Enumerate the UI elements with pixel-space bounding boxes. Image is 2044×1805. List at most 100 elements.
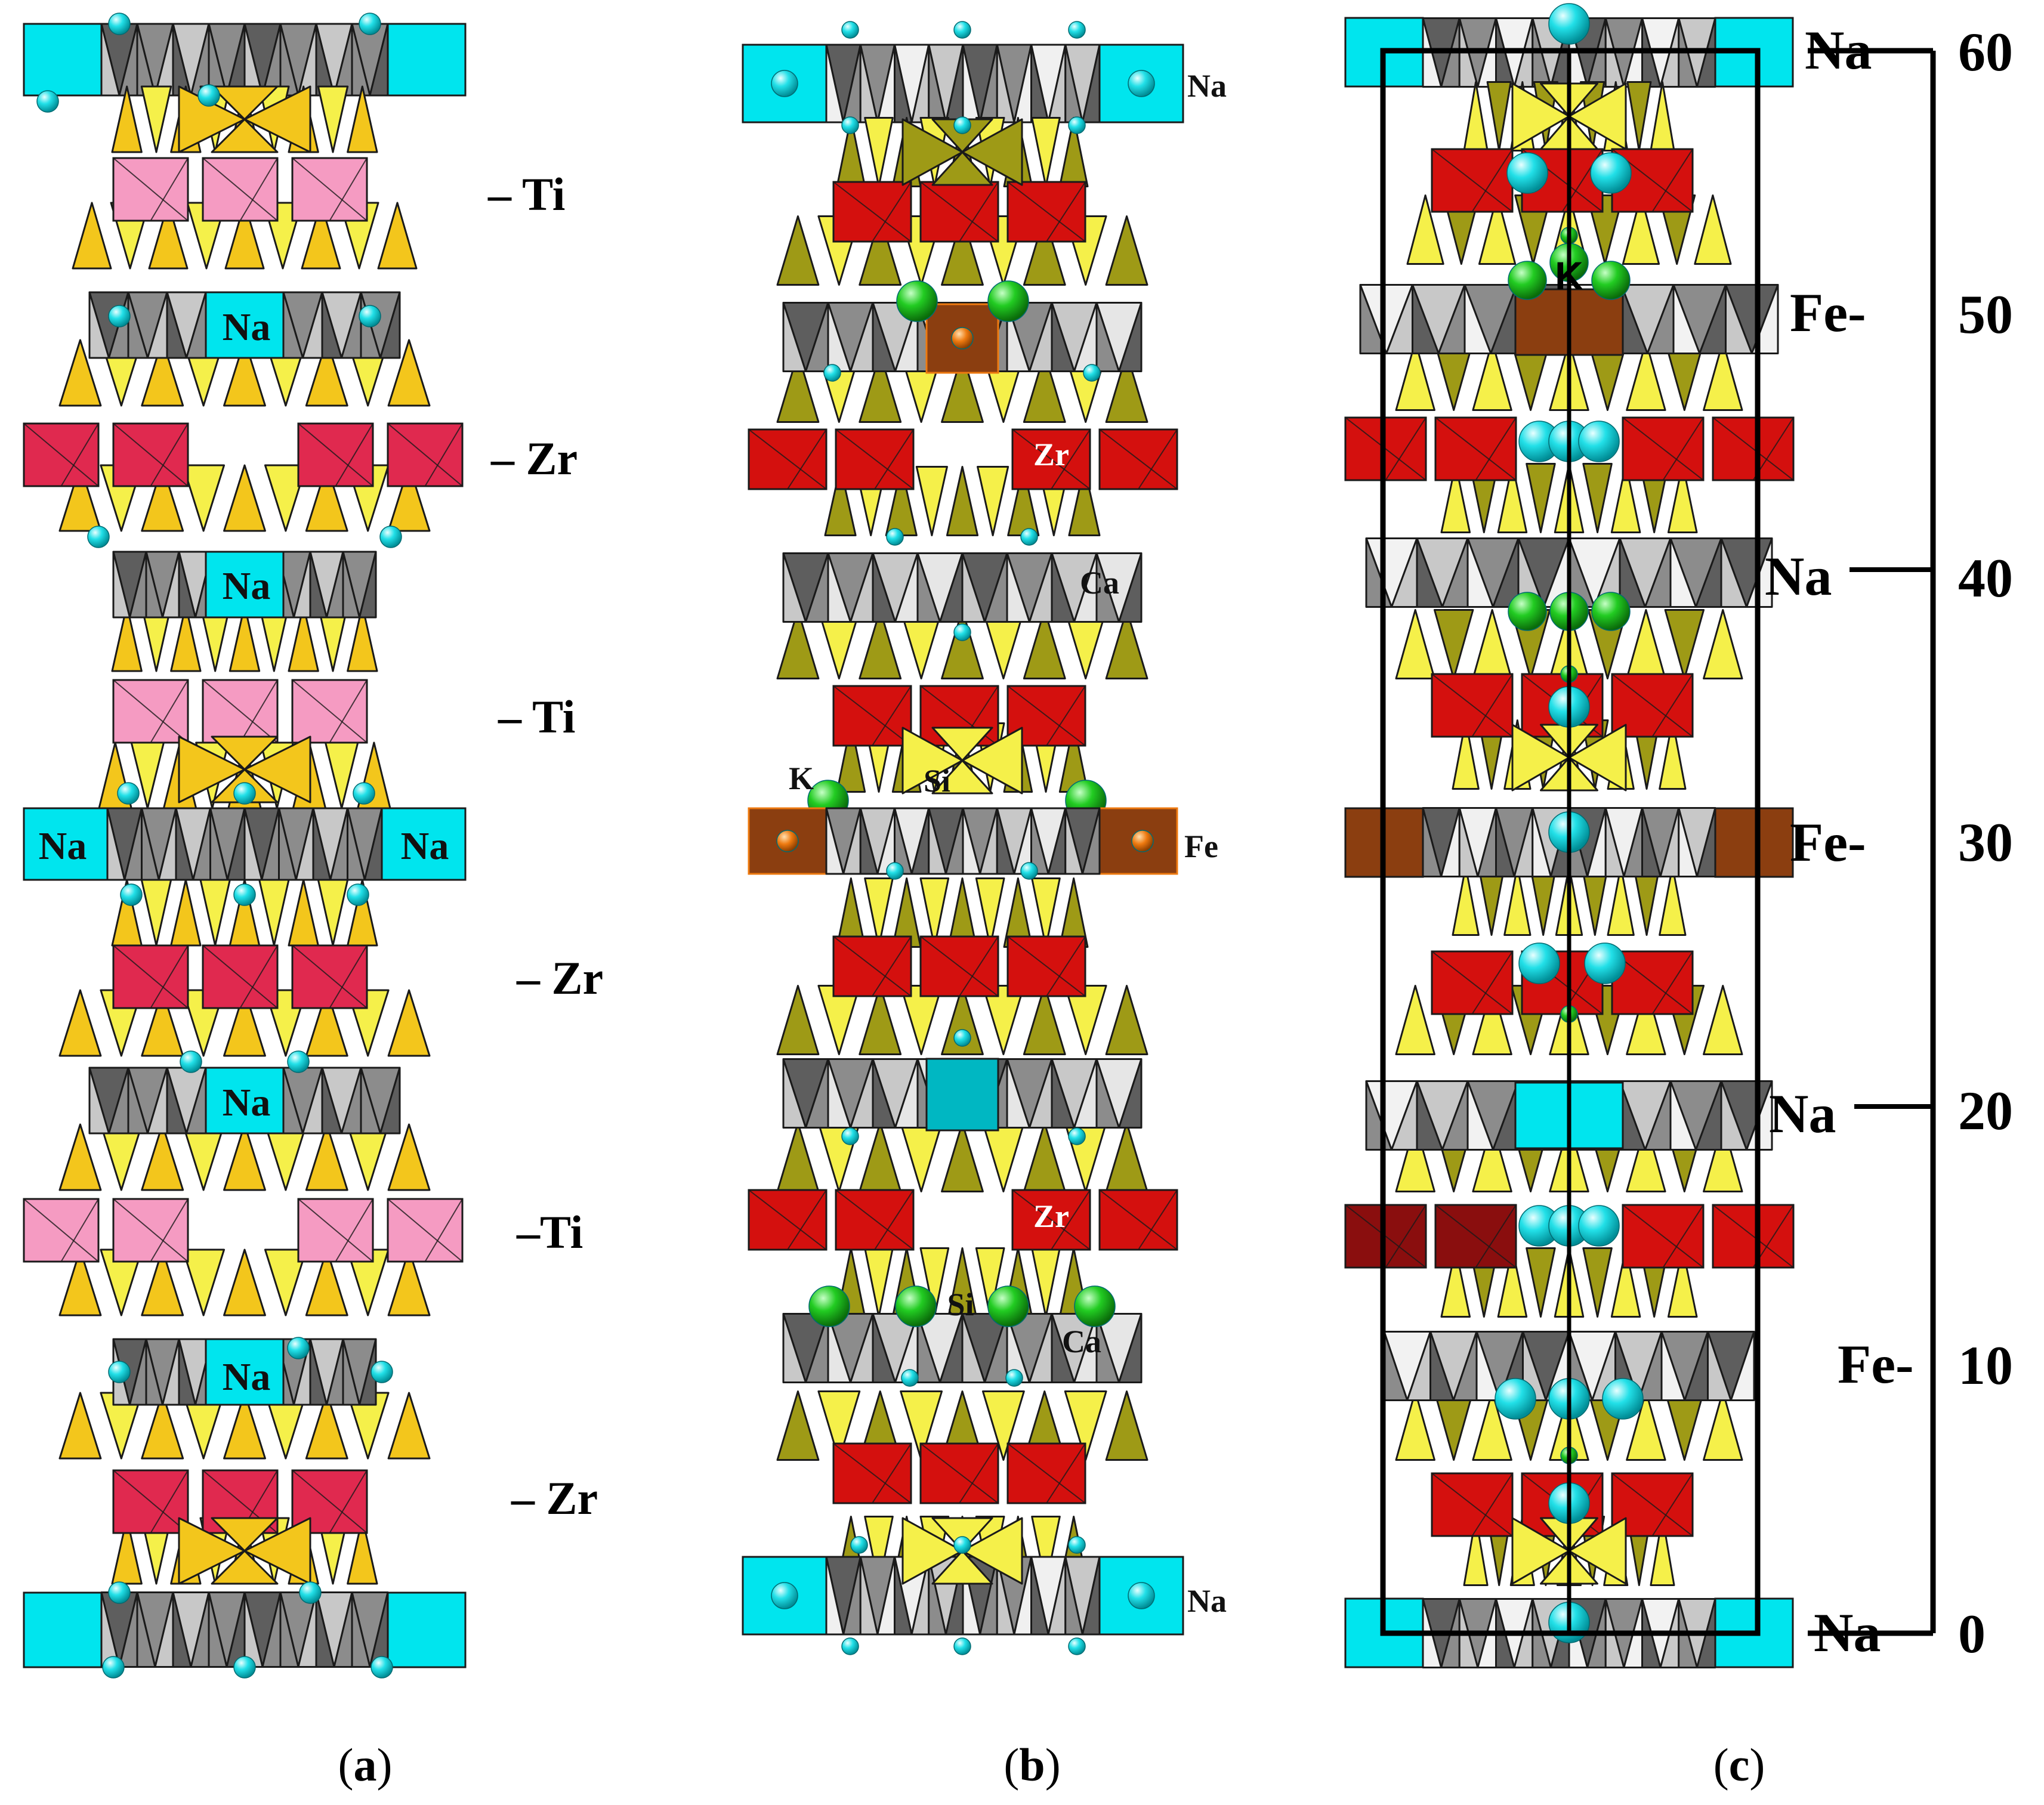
b-silicate-tetra [776, 609, 820, 679]
a-ti-octa-edge [292, 157, 368, 221]
label-c-na-40: Na [1765, 546, 1832, 607]
a-cyan-atom [108, 1361, 131, 1383]
b-fe-atom [776, 830, 799, 852]
b-red-octa-edge [1046, 1443, 1086, 1504]
c-gray-sheet-tri [1463, 284, 1492, 354]
a-cyan-atom [233, 1656, 256, 1679]
c-zr-octa-edge [1712, 417, 1794, 481]
b-bowtie [901, 727, 964, 795]
b-gray-sheet-tri [928, 807, 947, 875]
a-cyan-atom [180, 1050, 202, 1073]
c-gray-sheet-tri [1532, 807, 1552, 877]
a-na-block [387, 23, 467, 97]
b-cyan-atom [901, 1369, 919, 1387]
a-gray-sheet-tri [321, 1067, 342, 1135]
c-silicate-tetra [1622, 194, 1660, 265]
panel-b-structure [742, 21, 1184, 1655]
b-silicate-tetra [1105, 985, 1148, 1055]
a-silicate-tetra [317, 85, 349, 153]
a-gray-sheet-tri [279, 1591, 300, 1668]
b-gray-sheet-tri [1006, 552, 1030, 623]
a-zr-octa-edge [202, 945, 278, 1009]
b-gray-sheet-tri [996, 807, 1015, 875]
c-silicate-tetra [1703, 1122, 1743, 1192]
b-gray-sheet-tri [1030, 1556, 1049, 1636]
b-silicate-tetra [817, 1390, 861, 1461]
c-k-atom [1591, 261, 1631, 300]
tick-60: 60 [1958, 21, 2013, 82]
b-zr-octa-edge [1099, 429, 1178, 490]
c-silicate-tetra [1395, 609, 1435, 679]
c-silicate-tetra [1463, 1516, 1489, 1586]
c-silicate-tetra [1463, 81, 1489, 152]
a-bowtie [211, 85, 279, 120]
b-silicate-tetra [981, 985, 1025, 1055]
c-silicate-tetra [1395, 341, 1435, 411]
b-gray-sheet-tri [1095, 1313, 1120, 1383]
b-gray-sheet-tri [859, 1556, 879, 1636]
b-zr-octa-edge [835, 1189, 914, 1250]
b-cyan-atom [953, 1536, 971, 1554]
b-gray-sheet-tri [782, 1058, 807, 1129]
b-gray-sheet-tri [1064, 1556, 1083, 1636]
c-fe-block [1714, 807, 1794, 878]
b-silicate-tetra [1023, 353, 1066, 423]
tick-0: 0 [1958, 1603, 1986, 1664]
c-cyan-atom [1590, 152, 1632, 194]
a-ti-octa-edge [150, 157, 189, 221]
b-cyan-atom [953, 1029, 971, 1047]
a-bowtie [211, 735, 279, 771]
b-fe-atom [951, 327, 974, 350]
b-red-octa-edge [959, 1443, 999, 1504]
b-fe-atom [1131, 830, 1154, 852]
b-silicate-tetra [1031, 1247, 1061, 1318]
c-gray-sheet-tri [1466, 537, 1494, 608]
a-silicate-tetra [199, 879, 231, 947]
a-cyan-atom [353, 782, 375, 805]
b-silicate-tetra [981, 1390, 1025, 1461]
b-zr-octa-edge [1099, 1189, 1178, 1250]
b-cyan-atom [1020, 528, 1038, 546]
b-gray-sheet-tri [894, 1556, 913, 1636]
a-gray-sheet-tri [363, 807, 383, 881]
c-zr-octa-edge [1435, 417, 1517, 481]
a-cyan-atom [102, 1656, 125, 1679]
c-silicate-tetra [1526, 1247, 1556, 1318]
b-red-octa-edge [1007, 181, 1086, 242]
a-silicate-tetra [325, 741, 359, 809]
c-cyan-atom [1578, 1205, 1620, 1247]
b-silicate-tetra [859, 353, 902, 423]
b-gray-sheet-tri [825, 1556, 845, 1636]
b-gray-sheet-tri [782, 552, 807, 623]
b-red-octa-edge [872, 936, 912, 997]
b-cyan-atom [953, 623, 971, 641]
a-na-block [381, 807, 467, 881]
c-gray-sheet-tri [1720, 537, 1747, 608]
a-silicate-tetra [170, 879, 202, 947]
c-silicate-tetra [1667, 463, 1698, 533]
b-silicate-tetra [946, 466, 979, 536]
panel-c-scale-ticks: 60 50 40 30 20 10 0 [1958, 21, 2013, 1664]
b-silicate-tetra [824, 466, 857, 536]
c-red-octa-edge [1651, 1473, 1693, 1537]
a-ti-octa-edge [329, 679, 368, 743]
b-gray-sheet-tri [996, 44, 1015, 123]
c-silicate-tetra [1395, 1122, 1435, 1192]
c-zr-octa-edge [1622, 1204, 1704, 1268]
c-red-octa-edge [1651, 149, 1693, 212]
a-cyan-atom [117, 782, 140, 805]
a-silicate-tetra [111, 85, 143, 153]
a-bowtie [243, 735, 311, 803]
b-gray-sheet-tri [872, 1058, 896, 1129]
b-gray-sheet-tri [1006, 1058, 1030, 1129]
c-silicate-tetra [1626, 81, 1652, 152]
c-silicate-tetra [1582, 463, 1613, 533]
b-k-atom [987, 1285, 1029, 1327]
c-k-atom [1591, 592, 1631, 631]
b-silicate-tetra [1031, 1516, 1061, 1586]
c-gray-sheet-tri [1416, 1080, 1443, 1151]
caption-a: (a) [338, 1739, 393, 1791]
a-na-block [205, 1067, 285, 1135]
b-silicate-tetra [941, 1122, 984, 1192]
c-cyan-atom [1602, 1378, 1644, 1420]
